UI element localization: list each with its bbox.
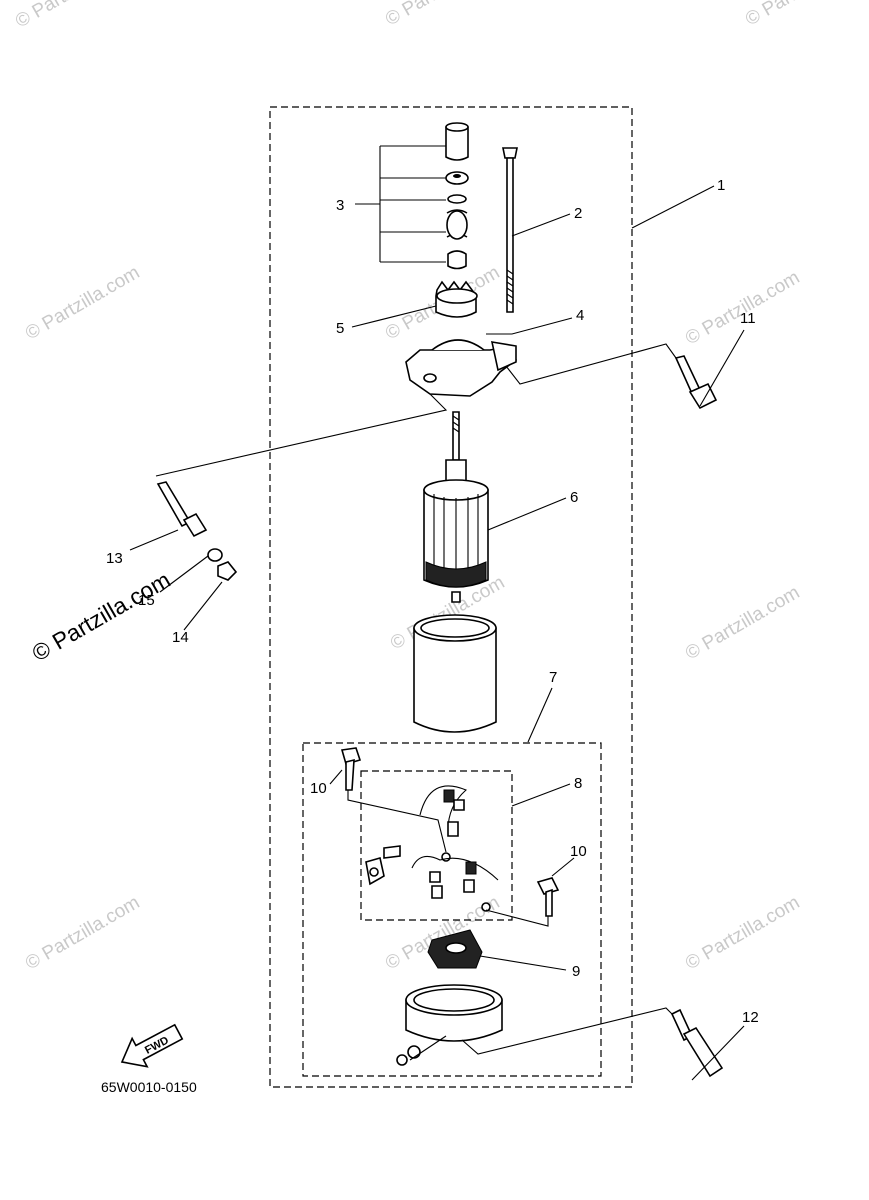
watermark-text: © Partzilla.com (682, 892, 803, 974)
callout-2: 2 (574, 205, 582, 222)
part-12-bolt (670, 1008, 724, 1078)
part-4-bracket (405, 339, 517, 397)
callout-6: 6 (570, 489, 578, 506)
callout-10-left: 10 (310, 780, 327, 797)
callout-11: 11 (740, 310, 756, 327)
watermark-text: © Partzilla.com (22, 262, 143, 344)
callout-4: 4 (576, 307, 584, 324)
part-10-bolt-a (340, 747, 362, 791)
callout-3: 3 (336, 197, 344, 214)
part-10-bolt-b (536, 877, 560, 917)
callout-1: 1 (717, 177, 725, 194)
part-8-brushes (365, 785, 499, 912)
callout-7: 7 (549, 669, 557, 686)
end-cover (396, 984, 503, 1066)
callout-9: 9 (572, 963, 580, 980)
part-3-stack (445, 122, 469, 270)
callout-5: 5 (336, 320, 344, 337)
callout-15: 15 (138, 592, 155, 609)
watermark-text: © Partzilla.com (682, 582, 803, 664)
callout-10-right: 10 (570, 843, 587, 860)
watermark-text: © Partzilla.com (12, 0, 133, 32)
part-13-stud (156, 481, 208, 538)
callout-8: 8 (574, 775, 582, 792)
callout-13: 13 (106, 550, 123, 567)
fwd-label: FWD (143, 1034, 171, 1056)
assembly-boundary-7 (302, 742, 602, 1077)
fwd-arrow-icon: FWD (120, 1023, 184, 1068)
part-6-armature (423, 411, 489, 603)
assembly-boundary-1 (269, 106, 633, 1088)
watermark-text: © Partzilla.com (22, 892, 143, 974)
leader-lines (129, 145, 745, 1081)
callout-12: 12 (742, 1009, 759, 1026)
part-2-bolt (502, 147, 518, 313)
assembly-boundary-8 (360, 770, 513, 921)
diagram-code: 65W0010-0150 (101, 1079, 197, 1095)
watermark-text: © Partzilla.com (682, 267, 803, 349)
part-11-bolt (674, 355, 718, 410)
part-5-pinion (435, 280, 478, 318)
part-9-brush-holder (427, 929, 483, 969)
part-14-nut (217, 561, 238, 581)
watermark-text: © Partzilla.com (742, 0, 863, 30)
watermark-main: © Partzilla.com (28, 566, 175, 666)
part-15-washer (207, 548, 223, 562)
callout-14: 14 (172, 629, 189, 646)
yoke-housing (413, 614, 497, 733)
watermark-text: © Partzilla.com (382, 0, 503, 30)
